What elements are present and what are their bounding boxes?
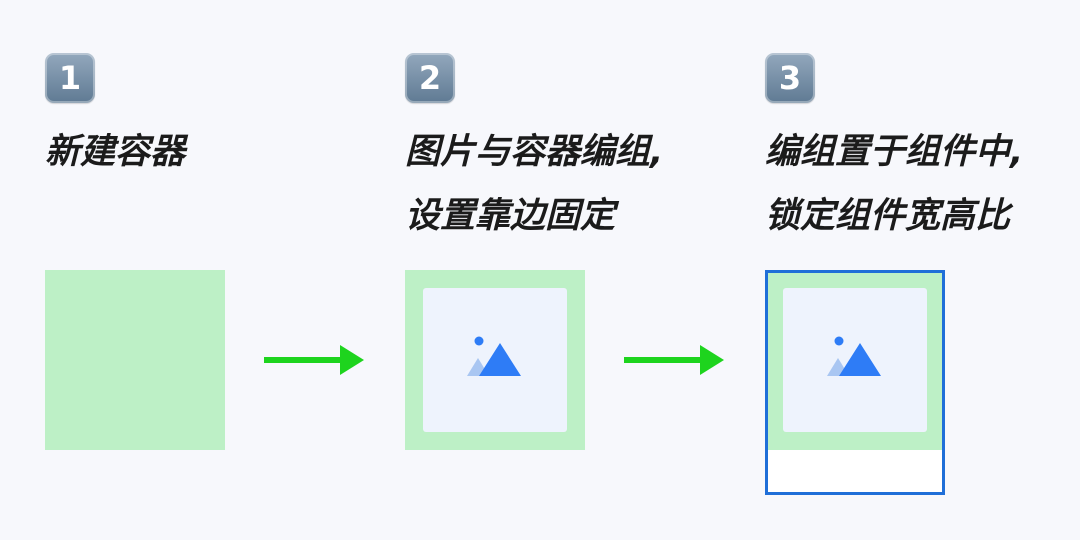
image-placeholder-icon: [827, 336, 881, 376]
step-title-1: 新建容器: [45, 120, 345, 184]
empty-container: [45, 270, 225, 450]
right-arrow-icon: [264, 345, 364, 375]
step-2: 2 图片与容器编组, 设置靠边固定: [405, 0, 705, 540]
step-title-3: 编组置于组件中, 锁定组件宽高比: [765, 120, 1065, 248]
step-2-title-line-2: 设置靠边固定: [405, 196, 616, 236]
image-placeholder-icon: [467, 336, 521, 376]
step-badge-3: 3: [765, 53, 815, 103]
step-1: 1 新建容器: [45, 0, 345, 540]
step-badge-1: 1: [45, 53, 95, 103]
step-title-2: 图片与容器编组, 设置靠边固定: [405, 120, 705, 248]
image-placeholder: [783, 288, 927, 432]
grouped-container: [405, 270, 585, 450]
step-1-title-line-1: 新建容器: [45, 132, 186, 172]
step-2-title-line-1: 图片与容器编组,: [405, 132, 664, 172]
component-frame: [765, 270, 945, 495]
grouped-container: [768, 273, 942, 450]
step-3-title-line-2: 锁定组件宽高比: [765, 196, 1011, 236]
step-3-title-line-1: 编组置于组件中,: [765, 132, 1024, 172]
step-3: 3 编组置于组件中, 锁定组件宽高比: [765, 0, 1065, 540]
right-arrow-icon: [624, 345, 724, 375]
step-badge-2: 2: [405, 53, 455, 103]
image-placeholder: [423, 288, 567, 432]
